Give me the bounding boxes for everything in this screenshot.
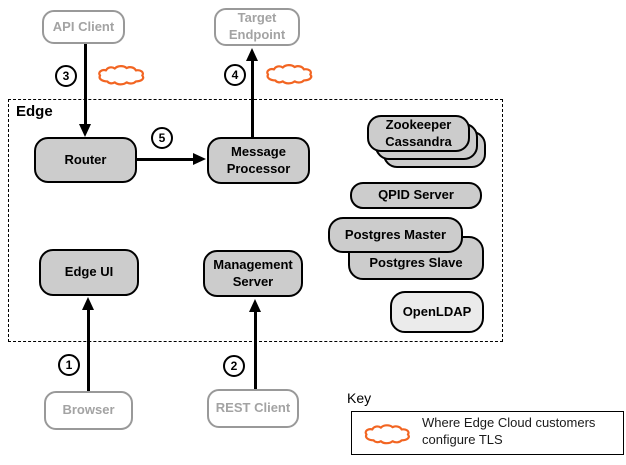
step-2-label: 2 [230,359,238,373]
arrowhead-message-processor-to-target [246,48,258,61]
arrowhead-rest-client-to-management-server [249,299,261,312]
arrow-browser-to-edge-ui [87,308,90,391]
openldap-node: OpenLDAP [390,291,484,333]
step-circle-5: 5 [151,127,173,149]
message-processor-label: Message Processor [226,143,291,176]
arrow-router-to-message-processor [137,158,195,161]
edge-ui-node: Edge UI [39,249,139,296]
rest-client-node: REST Client [207,389,299,428]
tls-cloud-icon [364,424,410,445]
cassandra-label: Cassandra [385,133,452,149]
target-endpoint-node: Target Endpoint [214,8,300,46]
zookeeper-cassandra-node: Zookeeper Cassandra [367,115,470,152]
step-3-label: 3 [62,69,70,83]
arrowhead-browser-to-edge-ui [82,297,94,310]
api-client-label: API Client [52,18,115,34]
step-circle-2: 2 [223,355,245,377]
openldap-label: OpenLDAP [402,303,472,319]
zookeeper-label: Zookeeper [385,116,452,132]
management-server-node: Management Server [203,250,303,297]
key-legend-text: Where Edge Cloud customers configure TLS [422,415,596,447]
arrow-api-client-to-router [84,44,87,126]
browser-label: Browser [62,402,115,418]
arrow-rest-client-to-management-server [254,310,257,389]
router-label: Router [64,151,107,167]
qpid-server-node: QPID Server [350,182,482,209]
edge-ui-label: Edge UI [64,264,114,280]
step-circle-3: 3 [55,65,77,87]
step-1-label: 1 [65,358,73,372]
browser-node: Browser [44,391,133,430]
arrowhead-router-to-message-processor [193,153,206,165]
tls-cloud-icon [266,64,313,85]
api-client-node: API Client [42,10,125,44]
key-legend-box: Where Edge Cloud customers configure TLS [351,411,624,455]
rest-client-label: REST Client [215,400,291,416]
management-server-label: Management Server [213,256,293,289]
step-circle-1: 1 [58,354,80,376]
step-5-label: 5 [158,131,166,145]
target-endpoint-label: Target Endpoint [228,10,286,42]
edge-group-label: Edge [16,103,53,120]
postgres-master-label: Postgres Master [344,226,447,242]
step-circle-4: 4 [224,64,246,86]
postgres-slave-label: Postgres Slave [369,255,463,271]
postgres-master-node: Postgres Master [328,217,463,253]
arrow-message-processor-to-target [251,59,254,137]
qpid-server-label: QPID Server [378,187,454,203]
key-title: Key [347,390,372,406]
router-node: Router [34,137,137,183]
tls-cloud-icon [98,65,145,86]
arrowhead-api-client-to-router [79,124,91,137]
step-4-label: 4 [231,68,239,82]
message-processor-node: Message Processor [207,137,310,184]
